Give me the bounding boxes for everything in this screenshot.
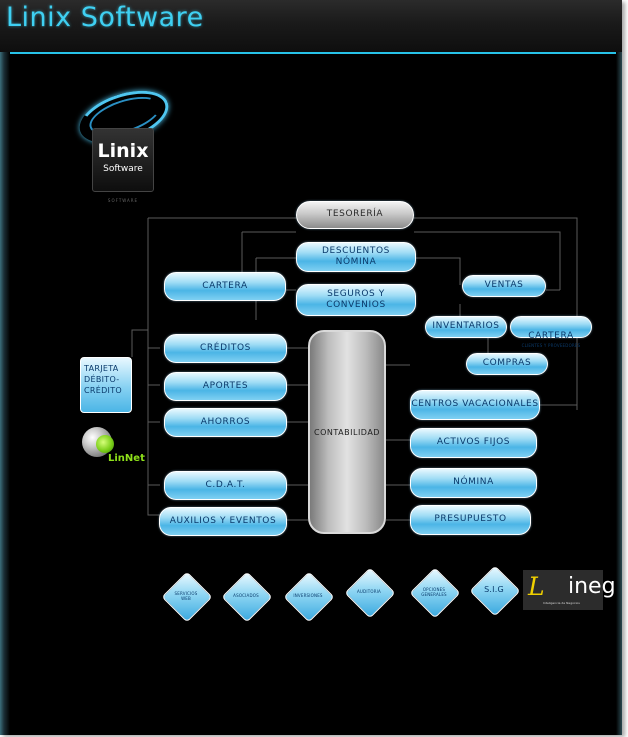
servicios-web-button[interactable]: SERVICIOS WEB — [161, 571, 213, 623]
diamond-label: AUDITORIA — [356, 589, 381, 595]
tesoreria-button[interactable]: TESORERÍA — [296, 201, 414, 229]
header-bar: Linix Software — [0, 0, 622, 54]
auditoria-button[interactable]: AUDITORIA — [344, 567, 396, 619]
centros-vacacionales-button[interactable]: CENTROS VACACIONALES — [410, 390, 540, 420]
linnet-dot-icon — [96, 435, 114, 453]
tarjeta-debito-credito-button[interactable]: TARJETA DÉBITO- CRÉDITO — [80, 357, 132, 413]
cdat-button[interactable]: C.D.A.T. — [164, 471, 287, 500]
linnet-logo[interactable]: LinNet — [78, 425, 150, 475]
lineg-word-rest: ineg — [568, 574, 616, 599]
ventas-button[interactable]: VENTAS — [462, 275, 546, 297]
auxilios-eventos-button[interactable]: AUXILIOS Y EVENTOS — [159, 507, 287, 536]
contabilidad-button[interactable]: CONTABILIDAD — [308, 330, 386, 534]
lineg-l: L — [528, 572, 545, 601]
linnet-label: LinNet — [108, 453, 145, 464]
cartera-clientes-button[interactable]: CARTERA CLIENTES Y PROVEEDORES — [510, 316, 592, 348]
lineg-tagline: Inteligencia de Negocios — [543, 601, 580, 605]
seguros-convenios-button[interactable]: SEGUROS Y CONVENIOS — [296, 284, 416, 316]
presupuesto-button[interactable]: PRESUPUESTO — [410, 505, 531, 535]
diamond-label: SERVICIOS WEB — [174, 590, 198, 601]
lineg-word: L — [528, 572, 545, 601]
opciones-generales-button[interactable]: OPCIONES GENERALES — [409, 567, 461, 619]
sig-button[interactable]: S.I.G — [469, 565, 521, 617]
aportes-button[interactable]: APORTES — [164, 372, 287, 401]
logo-box — [92, 128, 154, 192]
inventarios-button[interactable]: INVENTARIOS — [425, 316, 507, 338]
left-edge-glow — [0, 52, 10, 735]
lineg-logo[interactable]: L ineg Inteligencia de Negocios — [523, 570, 616, 610]
logo-word: Linix — [97, 140, 149, 162]
descuentos-nomina-button[interactable]: DESCUENTOS NÓMINA — [296, 242, 416, 272]
compras-button[interactable]: COMPRAS — [466, 353, 548, 375]
logo-tag: SOFTWARE — [107, 198, 139, 203]
diamond-label: INVERSIONES — [293, 593, 323, 599]
cartera-clientes-label: CARTERA — [528, 331, 574, 342]
cartera-clientes-sublabel: CLIENTES Y PROVEEDORES — [521, 342, 581, 348]
diamond-label: ASOCIADOS — [233, 593, 259, 599]
logo-subword: Software — [103, 164, 143, 174]
linix-logo: Linix Software SOFTWARE — [73, 80, 175, 206]
ahorros-button[interactable]: AHORROS — [164, 408, 287, 437]
activos-fijos-button[interactable]: ACTIVOS FIJOS — [410, 428, 537, 458]
diamond-label: OPCIONES GENERALES — [421, 586, 447, 597]
creditos-button[interactable]: CRÉDITOS — [164, 334, 287, 363]
cartera-button[interactable]: CARTERA — [164, 272, 286, 301]
right-edge-glow — [616, 52, 622, 735]
diamond-label: S.I.G — [484, 584, 504, 594]
nomina-button[interactable]: NÓMINA — [410, 468, 537, 498]
app-title: Linix Software — [6, 2, 204, 33]
inversiones-button[interactable]: INVERSIONES — [283, 571, 335, 623]
asociados-button[interactable]: ASOCIADOS — [221, 571, 273, 623]
